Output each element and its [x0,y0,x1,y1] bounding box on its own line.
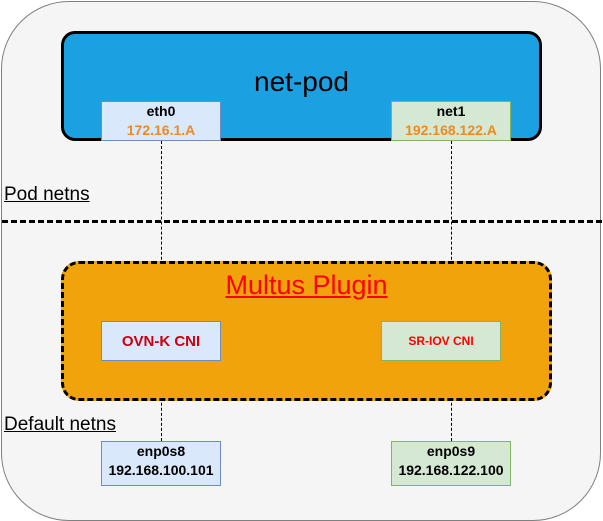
interface-name: enp0s9 [426,443,476,459]
multus-plugin-title: Multus Plugin [225,270,388,300]
default-netns-label: Default netns [4,414,116,435]
interface-name: net1 [436,103,466,119]
pod-title: net-pod [254,66,349,97]
interface-name: eth0 [146,103,176,119]
interface-ip: 192.168.122.100 [398,462,504,478]
namespace-divider [2,220,602,223]
pod-netns-label: Pod netns [4,184,90,205]
pod-interface-eth0: eth0 172.16.1.A [101,101,221,141]
interface-ip: 172.16.1.A [126,122,196,138]
interface-name: enp0s8 [136,443,186,459]
pod-interface-net1: net1 192.168.122.A [391,101,511,141]
host-interface-enp0s8: enp0s8 192.168.100.101 [101,441,221,486]
host-interface-enp0s9: enp0s9 192.168.122.100 [391,441,511,486]
interface-ip: 192.168.122.A [405,122,497,138]
interface-ip: 192.168.100.101 [108,462,214,478]
ovn-k-cni-box: OVN-K CNI [101,321,221,361]
sriov-cni-box: SR-IOV CNI [381,321,501,361]
